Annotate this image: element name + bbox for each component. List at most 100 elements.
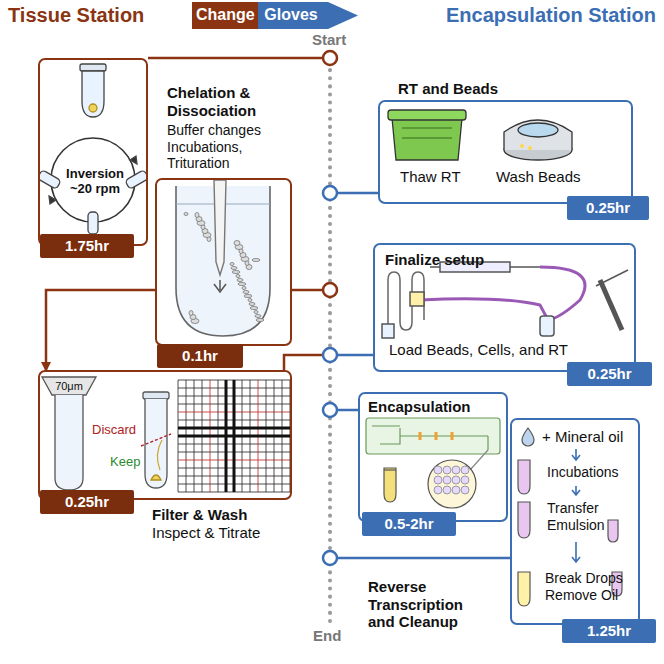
syringes-tubing [540,267,585,320]
node-text: Load Beads, Cells, and RT [389,341,589,359]
timeline [337,409,358,412]
cooler-centrifuge [402,128,452,138]
microfluidic-chip [470,450,488,470]
timeline [148,57,323,60]
cleanup-steps [518,502,530,538]
trituration-tube [230,263,234,266]
hemocytometer-grid [178,380,290,492]
syringes-tubing [540,316,554,336]
flow-arrow [46,290,155,370]
syringes-tubing [388,272,424,330]
cooler-centrifuge [518,123,558,137]
node-text: Discard [92,422,144,437]
syringes-tubing [410,292,424,306]
filter-tubes [42,377,96,395]
syringes-tubing [600,280,622,330]
cooler-centrifuge [520,144,524,148]
node-text: Chelation & Dissociation [167,84,302,119]
microfluidic-chip [461,466,469,474]
time-badge: 0.5-2hr [362,512,456,536]
trituration-tube [252,259,260,262]
tube-inversion [37,170,61,190]
tube-inversion [125,170,149,190]
timeline [323,348,337,362]
station-label: Encapsulation Station [400,4,656,28]
trituration-tube [248,299,252,302]
tube-inversion [89,104,97,112]
cooler-centrifuge [504,120,572,150]
node-text: Change [196,6,254,25]
tube-inversion [51,138,135,222]
station-label: Start [312,31,352,49]
trituration-tube [214,280,226,292]
step-box: Chelation & DissociationBuffer changes I… [155,178,292,346]
trituration-tube [195,213,199,218]
cooler-centrifuge [528,146,532,150]
node-text: Filter & Wash [152,506,322,524]
trituration-tube [249,303,255,306]
node-text: RT and Beads [398,80,558,98]
microfluidic-chip [428,460,476,508]
filter-tubes [143,392,169,399]
microfluidic-chip [452,476,460,484]
node-text: 0.25hr [40,493,134,511]
timeline [337,557,510,560]
microfluidic-chip [366,418,500,454]
tube-inversion [37,170,61,190]
node-text: 1.25hr [562,622,656,640]
node-text: Encapsulation [368,398,498,416]
trituration-tube [236,275,240,278]
station-label: Tissue Station [8,4,188,28]
tube-inversion [88,212,98,234]
time-badge: 0.25hr [40,490,134,514]
syringes-tubing [596,270,628,286]
node-text: 0.25hr [567,199,649,217]
microfluidic-chip [461,476,469,484]
step-box: 70μmDiscardKeepFilter & WashInspect & Ti… [38,370,292,500]
timeline [292,289,323,292]
node-text: + Mineral oil [542,428,640,446]
time-badge: 0.1hr [157,344,243,368]
microfluidic-chip [434,476,442,484]
node-text: 0.5-2hr [362,515,456,533]
trituration-tube [237,279,243,282]
trituration-tube [238,283,246,286]
microfluidic-chip [434,486,442,494]
microfluidic-chip [461,486,469,494]
microfluidic-chip [443,486,451,494]
timeline [337,192,378,195]
trituration-tube [231,267,237,270]
node-text: 70μm [47,380,91,393]
microfluidic-chip [452,486,460,494]
node-text: Reverse Transcription and Cleanup [368,578,483,631]
microfluidic-chip [372,426,488,450]
tube-inversion [37,64,149,234]
filter-tubes [151,475,161,480]
cooler-centrifuge [388,110,466,120]
time-badge: 0.25hr [567,196,649,220]
node-text: Wash Beads [496,168,596,186]
microfluidic-chip [366,418,500,508]
glove-arrow: ChangeGloves [192,2,358,29]
trituration-tube [255,315,261,318]
filter-tubes [157,440,162,470]
timeline [337,354,373,357]
microfluidic-chip [443,466,451,474]
cleanup-steps [572,449,580,460]
trituration-tube [242,287,246,290]
cleanup-steps [518,572,530,606]
trituration-tube [256,319,264,322]
tube-inversion [82,71,104,117]
cooler-centrifuge [388,110,572,160]
microfluidic-chip [434,466,469,494]
syringes-tubing [382,324,394,338]
tube-inversion [80,64,106,71]
microfluidic-chip [420,432,452,440]
step-box: Encapsulation0.5-2hr [358,392,508,522]
step-box: RT and BeadsThaw RTWash Beads0.25hr [378,100,633,204]
trituration-tube [243,291,249,294]
microfluidic-chip [434,466,442,474]
timeline [323,403,337,417]
node-text: Break Drops Remove Oil [545,570,639,603]
